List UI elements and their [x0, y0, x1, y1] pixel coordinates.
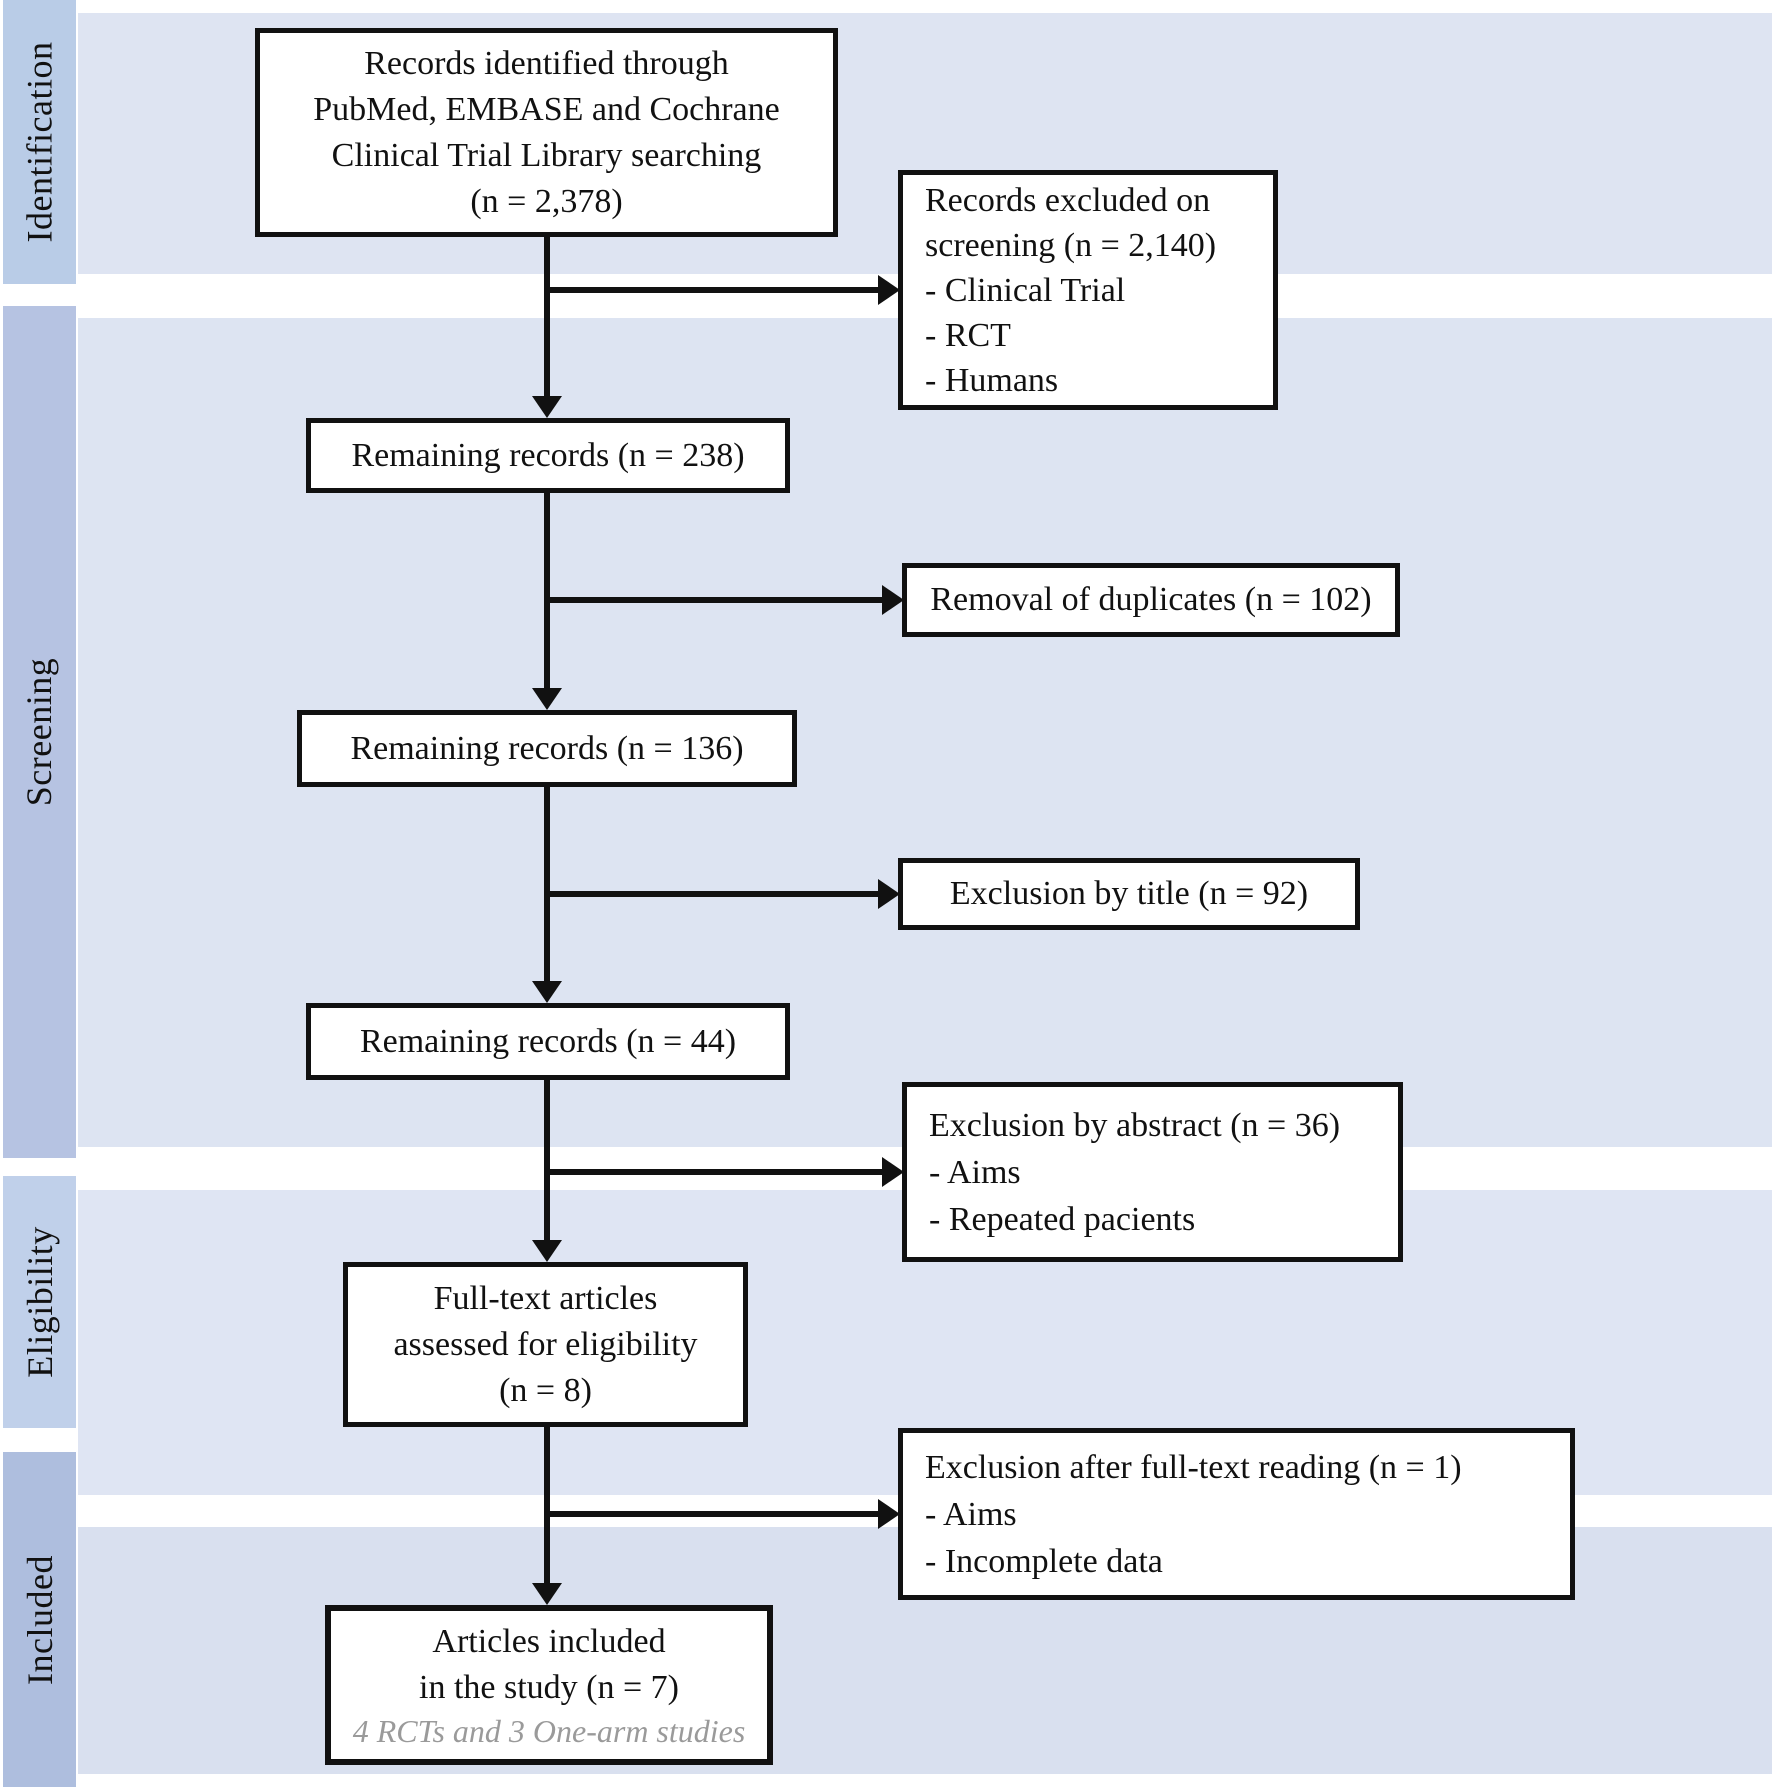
- box-fulltext-assessed: Full-text articles assessed for eligibil…: [343, 1262, 748, 1427]
- box-remaining-136: Remaining records (n = 136): [297, 710, 797, 787]
- branch-by-abstract: [544, 1169, 884, 1175]
- arrowhead-right-excluded-screening: [878, 275, 900, 305]
- branch-by-title: [544, 891, 882, 897]
- connector-238-to-136: [544, 492, 550, 694]
- arrowhead-right-by-abstract: [882, 1157, 904, 1187]
- stage-identification: Identification: [3, 0, 76, 284]
- arrowhead-down-136: [532, 688, 562, 710]
- box-remaining-238: Remaining records (n = 238): [306, 418, 790, 493]
- branch-excluded-screening: [544, 287, 882, 293]
- stage-eligibility-label: Eligibility: [19, 1226, 60, 1378]
- arrowhead-right-duplicates: [882, 585, 904, 615]
- articles-included-text: Articles included in the study (n = 7): [419, 1623, 679, 1706]
- stage-included-label: Included: [19, 1554, 60, 1685]
- branch-after-fulltext: [544, 1511, 882, 1517]
- box-excluded-screening: Records excluded on screening (n = 2,140…: [898, 170, 1278, 410]
- box-remaining-44: Remaining records (n = 44): [306, 1003, 790, 1080]
- branch-duplicates: [544, 597, 884, 603]
- connector-identified-to-238: [544, 237, 550, 402]
- arrowhead-right-after-fulltext: [878, 1499, 900, 1529]
- connector-44-to-fulltext: [544, 1080, 550, 1246]
- box-articles-included: Articles included in the study (n = 7) 4…: [325, 1605, 773, 1765]
- box-exclusion-abstract: Exclusion by abstract (n = 36) - Aims - …: [902, 1082, 1403, 1262]
- arrowhead-down-44: [532, 981, 562, 1003]
- arrowhead-down-238: [532, 396, 562, 418]
- arrowhead-down-fulltext: [532, 1240, 562, 1262]
- box-duplicates: Removal of duplicates (n = 102): [902, 563, 1400, 637]
- articles-included-note: 4 RCTs and 3 One-arm studies: [352, 1713, 746, 1749]
- connector-fulltext-to-included: [544, 1427, 550, 1589]
- stage-included: Included: [3, 1452, 76, 1787]
- stage-identification-label: Identification: [19, 41, 60, 243]
- box-exclusion-fulltext: Exclusion after full-text reading (n = 1…: [898, 1428, 1575, 1600]
- box-records-identified: Records identified through PubMed, EMBAS…: [255, 28, 838, 237]
- connector-136-to-44: [544, 787, 550, 987]
- box-exclusion-title: Exclusion by title (n = 92): [898, 858, 1360, 930]
- arrowhead-down-included: [532, 1583, 562, 1605]
- stage-eligibility: Eligibility: [3, 1176, 76, 1428]
- stage-screening-label: Screening: [19, 657, 60, 807]
- arrowhead-right-by-title: [878, 879, 900, 909]
- stage-screening: Screening: [3, 306, 76, 1158]
